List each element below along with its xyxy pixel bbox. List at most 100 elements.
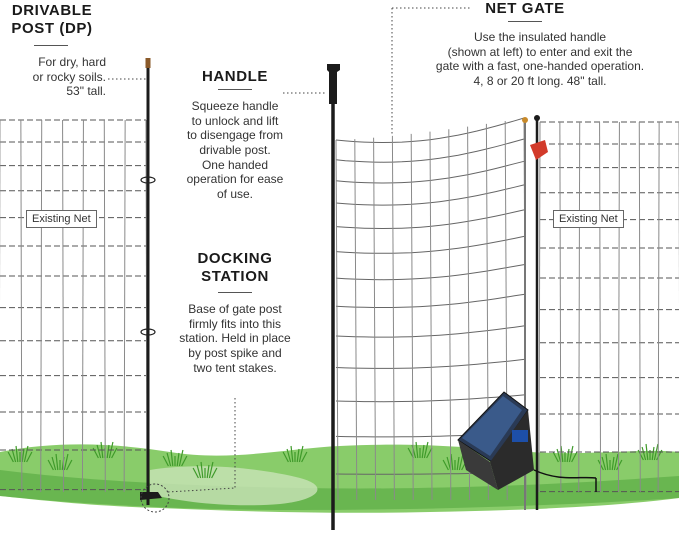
grass-blade: [568, 445, 574, 463]
desc-line: Squeeze handle: [191, 99, 279, 113]
ground-patch: [150, 466, 318, 506]
post-cap-icon: [534, 115, 540, 121]
desc-line: to unlock and lift: [191, 113, 279, 128]
grass-blade: [11, 448, 17, 463]
net-vertical-string: [599, 121, 602, 493]
grass-blade: [286, 448, 292, 463]
grass-blade: [566, 448, 570, 463]
grass-blade: [571, 451, 578, 463]
gate-horizontal-wire: [335, 325, 525, 338]
gate-vertical-string: [448, 129, 452, 501]
grass-blade: [47, 459, 54, 471]
gate-vertical-string: [410, 133, 414, 501]
grass-blade: [290, 445, 294, 463]
grass-blade: [426, 447, 433, 459]
docking-circle: [140, 483, 170, 513]
grass-blade: [51, 456, 57, 471]
grass-blade: [106, 444, 110, 459]
net-vertical-string: [103, 119, 106, 493]
desc-line: (shown at left) to enter and exit the: [447, 44, 633, 59]
desc-line: Base of gate post: [188, 302, 282, 316]
desc-line: 53" tall.: [66, 84, 106, 99]
grass-blade: [181, 455, 188, 467]
grass-blade: [298, 445, 304, 463]
grass-blade: [645, 443, 649, 461]
desc-line: drivable post.: [199, 142, 271, 157]
grass-blade: [605, 453, 609, 471]
desc-line: of use.: [216, 186, 254, 201]
grass-blade: [166, 452, 172, 467]
drivable-post-base-icon: [140, 492, 162, 500]
handle-desc: Squeeze handle to unlock and lift to dis…: [170, 99, 300, 201]
grass-blade: [423, 441, 429, 459]
existing-net-left-label: Existing Net: [26, 210, 97, 228]
grass-blade: [66, 459, 73, 471]
grass-blade: [206, 464, 210, 479]
grass-blade: [651, 446, 655, 461]
desc-line: operation for ease: [186, 172, 284, 187]
drivable-post-title-line2: POST (DP): [11, 20, 93, 38]
desc-line: or rocky soils.: [32, 69, 106, 84]
grass-blade: [196, 464, 202, 479]
handle-title: HANDLE: [201, 68, 269, 85]
desc-line: two tent stakes.: [193, 360, 277, 375]
net-gate-title: NET GATE: [485, 0, 565, 17]
grass-blade: [653, 443, 659, 461]
net-vertical-string: [657, 121, 660, 493]
grass-blade: [458, 453, 464, 471]
net-vertical-string: [559, 121, 562, 493]
grass-blade: [456, 456, 460, 471]
handle-rule: [218, 89, 252, 90]
grass-blade: [421, 444, 425, 459]
gate-vertical-string: [335, 139, 339, 501]
net-vertical-string: [617, 121, 620, 493]
grass-blade: [21, 448, 25, 463]
grass-blade: [301, 451, 308, 463]
grass-blade: [556, 448, 562, 463]
grass-blade: [200, 461, 204, 479]
grass-blade: [415, 441, 419, 459]
desc-line: firmly fits into this: [188, 316, 281, 331]
grass-blade: [552, 451, 559, 463]
desc-line: 4, 8 or 20 ft long. 48" tall.: [473, 73, 607, 88]
grass-blade: [176, 452, 180, 467]
grass-blade: [208, 461, 214, 479]
grass-blade: [111, 447, 118, 459]
drivable-post-cap: [145, 58, 151, 68]
post-cap-icon: [522, 117, 528, 123]
existing-net-right: [538, 121, 679, 493]
grass-blade: [641, 446, 647, 461]
grass-blade: [63, 453, 69, 471]
desc-line: to disengage from: [186, 128, 284, 143]
drivable-post-rule: [34, 45, 68, 46]
grass-blade: [296, 448, 300, 463]
drivable-post-title-line1: DRIVABLE: [11, 2, 93, 19]
grass-blade: [442, 459, 449, 471]
ground-shadow: [0, 470, 679, 510]
grass-blade: [55, 453, 59, 471]
desc-line: gate with a fast, one-handed operation.: [435, 59, 645, 74]
docking-title-line1: DOCKING: [197, 250, 273, 267]
desc-line: by post spike and: [188, 345, 282, 360]
gate-vertical-string: [354, 139, 358, 501]
net-vertical-string: [123, 119, 126, 493]
gate-horizontal-wire: [335, 358, 525, 369]
insulated-handle-icon: [327, 64, 340, 104]
docking-title-line2: STATION: [201, 268, 269, 286]
grass-blade: [178, 449, 184, 467]
docking-station-rule: [218, 292, 252, 293]
gate-horizontal-wire: [335, 394, 525, 403]
desc-line: One handed: [201, 157, 269, 172]
net-vertical-string: [638, 121, 641, 493]
grass-blade: [613, 453, 619, 471]
grass-blade: [96, 444, 102, 459]
drivable-post-desc: For dry, hard or rocky soils. 53" tall.: [0, 55, 106, 99]
gate-vertical-string: [391, 135, 395, 501]
grass-blade: [15, 445, 19, 463]
net-gate-mesh: [335, 117, 527, 501]
grass-blade: [162, 455, 169, 467]
grass-blade: [560, 445, 564, 463]
drivable-post-title: DRIVABLE POST (DP): [4, 2, 100, 39]
net-vertical-string: [40, 119, 43, 493]
